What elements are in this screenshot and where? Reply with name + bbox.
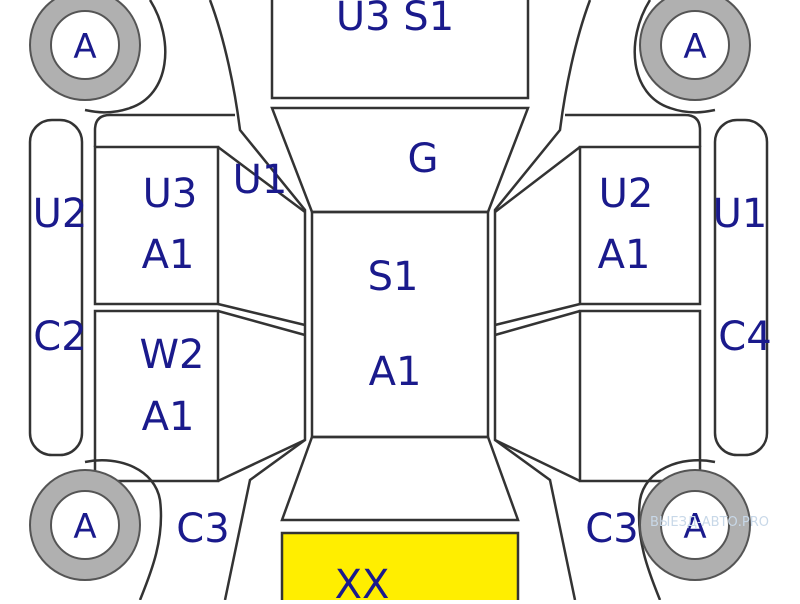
front-left-door-label-1: U3 xyxy=(143,171,198,217)
front-right-door xyxy=(578,145,702,306)
rear-right-door xyxy=(578,309,702,483)
wheel-rear-right-label: A xyxy=(683,507,706,547)
body-outline-right xyxy=(493,0,592,601)
rear-left-door xyxy=(93,309,220,483)
wheel-rear-left xyxy=(29,469,141,581)
left-sill xyxy=(28,118,84,457)
roof-lower-label: A1 xyxy=(369,349,422,395)
rear-left-door-label-2: A1 xyxy=(142,394,195,440)
left-sill-bottom-label: C2 xyxy=(33,314,86,360)
roof-rear-label: U3 S1 xyxy=(336,0,454,40)
rear-left-quarter-label: C3 xyxy=(176,506,229,552)
front-left-arch xyxy=(84,0,167,114)
right-sill-top-label: U1 xyxy=(713,191,768,237)
rear-right-quarter-label: C3 xyxy=(585,506,638,552)
watermark: ВЫЕЗД-АВТО.PRO xyxy=(650,515,769,530)
rear-window-panel xyxy=(280,435,520,522)
roof-label: S1 xyxy=(368,254,419,300)
right-sill-bottom-label: C4 xyxy=(718,314,771,360)
front-right-arch xyxy=(633,0,716,114)
wheel-rear-left-label: A xyxy=(73,507,96,547)
wheel-front-right xyxy=(639,0,751,101)
rear-left-door-label-1: W2 xyxy=(140,332,205,378)
left-door-frame xyxy=(93,113,235,147)
front-left-door-label-2: A1 xyxy=(142,232,195,278)
trunk-label: XX xyxy=(335,562,390,600)
rear-left-arch xyxy=(84,459,163,601)
front-right-door-label-1: U2 xyxy=(599,171,654,217)
left-door-connector xyxy=(217,145,306,483)
roof-panel xyxy=(310,210,490,439)
roof-rear-panel xyxy=(270,0,530,100)
front-left-door xyxy=(93,145,220,306)
hood-label: G xyxy=(408,136,439,182)
body-outline-left xyxy=(208,0,307,601)
wheel-front-right-label: A xyxy=(683,27,706,67)
front-right-door-label-2: A1 xyxy=(598,232,651,278)
left-pillar-label: U1 xyxy=(233,157,288,203)
wheel-front-left xyxy=(29,0,141,101)
right-door-connector xyxy=(494,146,581,483)
rear-right-arch xyxy=(637,459,716,601)
right-sill xyxy=(713,118,769,457)
wheel-front-left-label: A xyxy=(73,27,96,67)
hood-panel xyxy=(270,106,530,214)
trunk-panel-highlight xyxy=(280,531,520,604)
wheel-rear-right xyxy=(639,469,751,581)
left-sill-top-label: U2 xyxy=(33,191,88,237)
right-door-frame xyxy=(565,113,702,147)
